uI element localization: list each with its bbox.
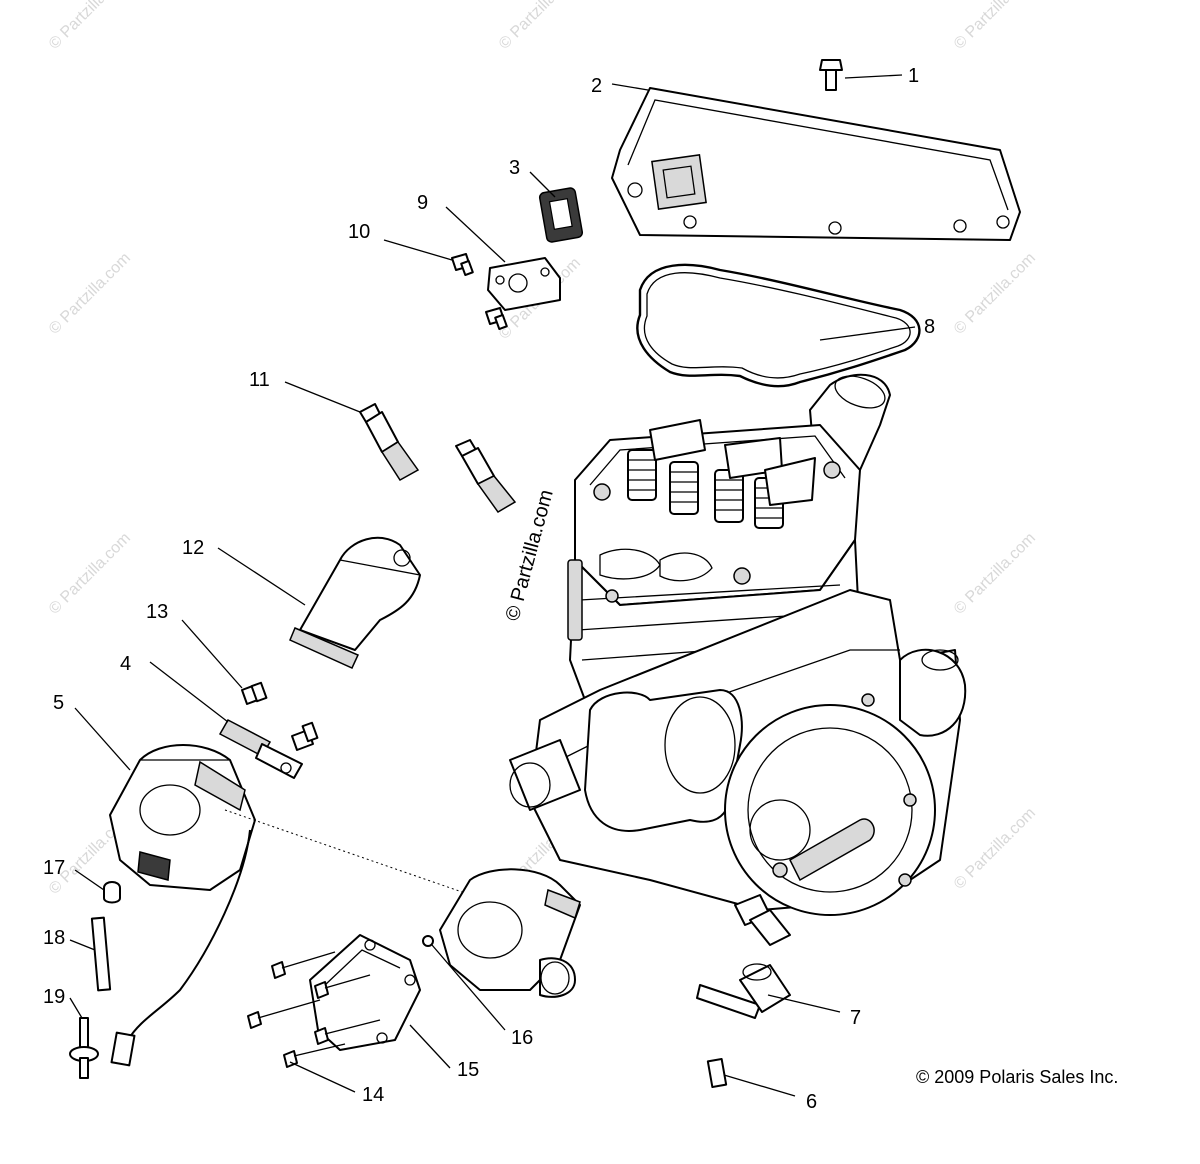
boot-bolts [241,681,319,751]
watermark: © Partzilla.com [46,0,134,53]
spark-plug-right [455,439,517,513]
copyright-notice: © 2009 Polaris Sales Inc. [916,1067,1119,1087]
watermark: © Partzilla.com [951,250,1039,338]
callout-2: 2 [591,75,602,97]
watermark: © Partzilla.com [951,530,1039,618]
callout-6: 6 [806,1091,817,1113]
cover-bolt [819,59,843,91]
cap [103,881,121,904]
dowel-pin [422,935,434,947]
cover-screws [247,951,381,1068]
sensor [487,257,561,311]
center-watermark: © Partzilla.com [502,487,558,623]
callout-19: 19 [43,986,65,1008]
callout-15: 15 [457,1059,479,1081]
watermark: © Partzilla.com [46,250,134,338]
intake-boot [289,536,421,669]
callout-4: 4 [120,653,131,675]
throttle-body [109,744,256,891]
throttle-body-housing [439,868,581,998]
callout-5: 5 [53,692,64,714]
callout-17: 17 [43,857,65,879]
throttle-cable [127,829,251,1041]
callout-10: 10 [348,221,370,243]
check-valve [69,1017,99,1079]
cable-connector [110,1031,136,1067]
watermark: © Partzilla.com [46,530,134,618]
leader-lines [69,74,916,1097]
callout-11: 11 [249,369,270,391]
alignment-line [224,809,466,894]
callout-3: 3 [509,157,520,179]
callout-1: 1 [908,65,919,87]
callout-12: 12 [182,537,204,559]
callout-7: 7 [850,1007,861,1029]
tube [90,916,112,992]
callout-9: 9 [417,192,428,214]
callout-16: 16 [511,1027,533,1049]
engine-block [509,373,967,946]
injector [218,719,303,779]
valve-cover [611,87,1021,241]
watermark: © Partzilla.com [951,0,1039,53]
callout-18: 18 [43,927,65,949]
sensor-bolts [451,253,508,331]
callout-13: 13 [146,601,168,623]
watermark: © Partzilla.com [496,0,584,53]
spark-plug-left [359,403,420,481]
plug [706,1057,728,1089]
callout-14: 14 [362,1084,384,1106]
callouts: 1 2 3 4 5 6 7 8 9 10 11 12 13 14 15 16 1… [43,65,935,1113]
watermark: © Partzilla.com [951,805,1039,893]
callout-8: 8 [924,316,935,338]
grommet [538,187,584,243]
cover-gasket [636,263,921,388]
tee-fitting [696,963,791,1019]
